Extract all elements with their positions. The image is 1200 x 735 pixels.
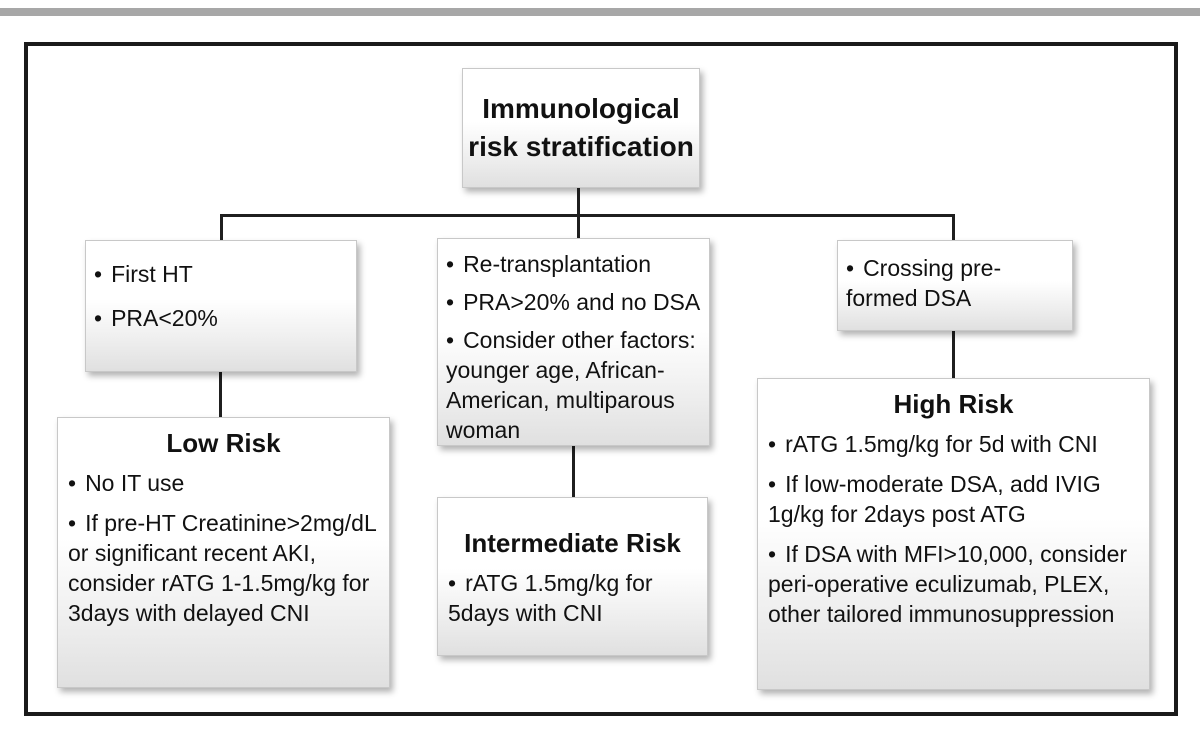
result-item: •If pre-HT Creatinine>2mg/dL or signific… bbox=[68, 508, 379, 628]
result-text: rATG 1.5mg/kg for 5days with CNI bbox=[448, 570, 653, 626]
result-item: •If DSA with MFI>10,000, consider peri-o… bbox=[768, 539, 1139, 629]
root-node-title: Immunological risk stratification bbox=[468, 93, 694, 162]
criteria-item: • PRA<20% bbox=[94, 303, 348, 333]
result-text: If DSA with MFI>10,000, consider peri-op… bbox=[768, 541, 1128, 627]
result-title-high-risk: High Risk bbox=[893, 389, 1014, 419]
criteria-box-intermediate-risk: •Re-transplantation •PRA>20% and no DSA … bbox=[437, 238, 710, 446]
top-divider-bar bbox=[0, 8, 1200, 16]
root-node-immunological-risk-stratification: Immunological risk stratification bbox=[462, 68, 700, 188]
result-box-low-risk: Low Risk •No IT use •If pre-HT Creatinin… bbox=[57, 417, 390, 688]
result-item: • rATG 1.5mg/kg for 5d with CNI bbox=[768, 429, 1139, 459]
result-item: •If low-moderate DSA, add IVIG 1g/kg for… bbox=[768, 469, 1139, 529]
connector-middle-to-result bbox=[572, 445, 575, 498]
bullet-icon: • bbox=[768, 431, 777, 457]
bullet-icon: • bbox=[768, 471, 777, 497]
connector-left-top bbox=[220, 214, 223, 241]
connector-right-top bbox=[952, 214, 955, 241]
result-text: If low-moderate DSA, add IVIG 1g/kg for … bbox=[768, 471, 1101, 527]
criteria-text: First HT bbox=[111, 261, 193, 287]
criteria-item: • PRA>20% and no DSA bbox=[446, 287, 701, 317]
criteria-text: Crossing pre-formed DSA bbox=[846, 255, 1002, 311]
connector-left-to-result bbox=[219, 371, 222, 418]
criteria-box-high-risk: •Crossing pre-formed DSA bbox=[837, 240, 1073, 331]
criteria-item: • Re-transplantation bbox=[446, 249, 701, 279]
bullet-icon: • bbox=[446, 327, 455, 353]
bullet-icon: • bbox=[94, 261, 103, 287]
result-box-intermediate-risk: Intermediate Risk •rATG 1.5mg/kg for 5da… bbox=[437, 497, 708, 656]
bullet-icon: • bbox=[446, 251, 455, 277]
criteria-box-low-risk: • First HT • PRA<20% bbox=[85, 240, 357, 372]
criteria-item: •Consider other factors: younger age, Af… bbox=[446, 325, 701, 445]
result-box-high-risk: High Risk • rATG 1.5mg/kg for 5d with CNI… bbox=[757, 378, 1150, 690]
criteria-text: PRA<20% bbox=[111, 305, 218, 331]
criteria-text: PRA>20% and no DSA bbox=[463, 289, 701, 315]
result-item: • No IT use bbox=[68, 468, 379, 498]
bullet-icon: • bbox=[448, 570, 457, 596]
result-text: No IT use bbox=[85, 470, 185, 496]
bullet-icon: • bbox=[846, 255, 855, 281]
result-item: •rATG 1.5mg/kg for 5days with CNI bbox=[448, 568, 697, 628]
result-text: If pre-HT Creatinine>2mg/dL or significa… bbox=[68, 510, 376, 626]
criteria-text: Re-transplantation bbox=[463, 251, 652, 277]
result-title-intermediate-risk: Intermediate Risk bbox=[464, 528, 681, 558]
criteria-item: •Crossing pre-formed DSA bbox=[846, 253, 1064, 313]
bullet-icon: • bbox=[68, 470, 77, 496]
bullet-icon: • bbox=[68, 510, 77, 536]
connector-right-to-result bbox=[952, 330, 955, 379]
connector-middle-top bbox=[577, 214, 580, 239]
bullet-icon: • bbox=[768, 541, 777, 567]
criteria-text: Consider other factors: younger age, Afr… bbox=[446, 327, 696, 443]
bullet-icon: • bbox=[94, 305, 103, 331]
result-title-low-risk: Low Risk bbox=[166, 428, 281, 458]
bullet-icon: • bbox=[446, 289, 455, 315]
connector-root-down bbox=[577, 188, 580, 216]
result-text: rATG 1.5mg/kg for 5d with CNI bbox=[785, 431, 1098, 457]
criteria-item: • First HT bbox=[94, 259, 348, 289]
connector-horizontal-main bbox=[221, 214, 955, 217]
